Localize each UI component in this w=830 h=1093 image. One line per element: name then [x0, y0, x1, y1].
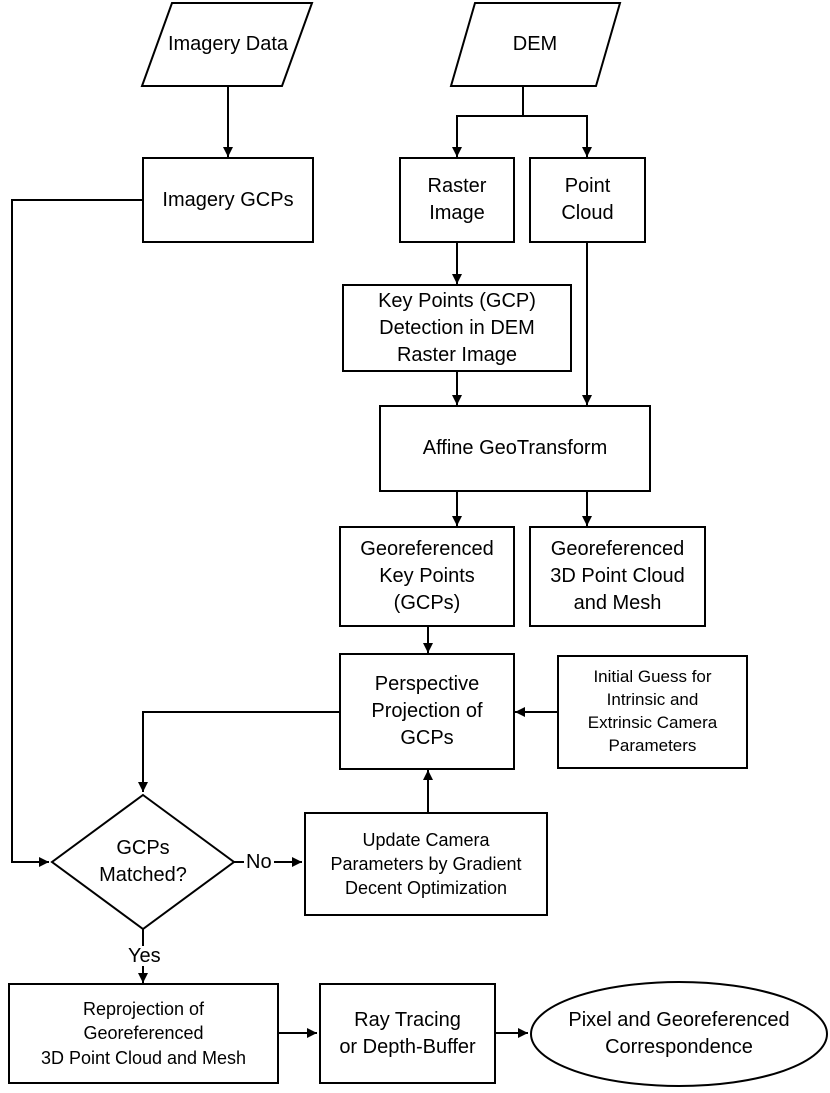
edge-dem-to-point-cloud [523, 115, 592, 157]
pixel-correspondence-shape [530, 981, 828, 1087]
affine-geotransform-box: Affine GeoTransform [379, 405, 651, 492]
georef-key-points-box: Georeferenced Key Points (GCPs) [339, 526, 515, 627]
georef-point-cloud-box: Georeferenced 3D Point Cloud and Mesh [529, 526, 706, 627]
gcps-matched-label: GCPs Matched? [99, 837, 187, 886]
key-points-detection-box: Key Points (GCP) Detection in DEM Raster… [342, 284, 572, 372]
point-cloud-box: Point Cloud [529, 157, 646, 243]
ray-tracing-box: Ray Tracing or Depth-Buffer [319, 983, 496, 1084]
edge-perspective-to-gcps-matched [138, 711, 339, 792]
perspective-projection-box: Perspective Projection of GCPs [339, 653, 515, 770]
edge-label-yes: Yes [126, 945, 163, 967]
edge-dem-to-raster-image [452, 86, 524, 157]
edge-label-no: No [244, 851, 274, 873]
imagery-data-shape [140, 1, 314, 87]
edge-imagery-gcps-to-gcps-matched [11, 199, 142, 867]
dem-shape [449, 2, 622, 87]
imagery-gcps-box: Imagery GCPs [142, 157, 314, 243]
raster-image-box: Raster Image [399, 157, 515, 243]
pixel-correspondence-label: Pixel and Georeferenced Correspondence [568, 1009, 790, 1058]
imagery-data-label: Imagery Data [167, 33, 289, 55]
dem-label: DEM [512, 33, 558, 55]
initial-guess-box: Initial Guess for Intrinsic and Extrinsi… [557, 655, 748, 769]
reprojection-box: Reprojection of Georeferenced 3D Point C… [8, 983, 279, 1084]
update-camera-box: Update Camera Parameters by Gradient Dec… [304, 812, 548, 916]
